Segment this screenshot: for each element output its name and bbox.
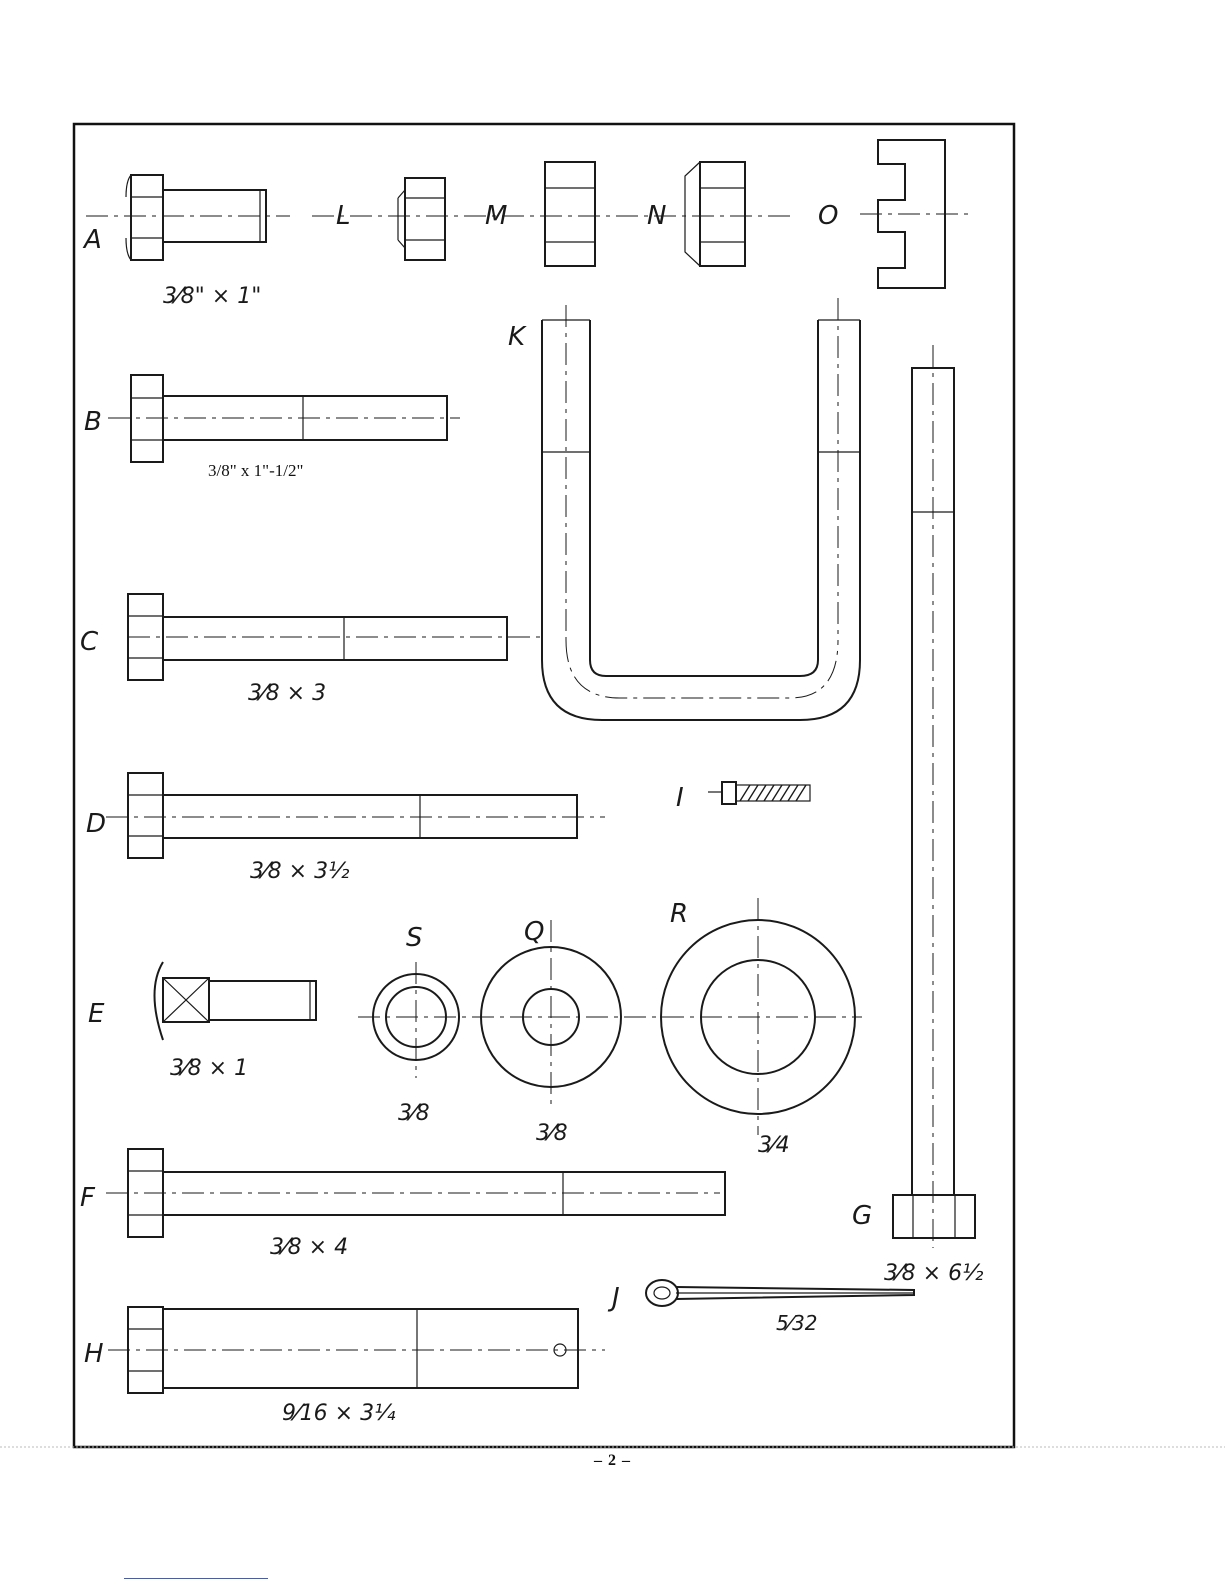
size-s: 3⁄8 xyxy=(398,1101,430,1126)
size-d: 3⁄8 × 3½ xyxy=(250,859,349,884)
size-q: 3⁄8 xyxy=(536,1121,568,1146)
label-s: S xyxy=(406,923,423,953)
label-h: H xyxy=(84,1339,104,1369)
screw-i: I xyxy=(676,782,810,813)
label-k: K xyxy=(508,322,527,352)
label-g: G xyxy=(852,1201,872,1231)
label-n: N xyxy=(647,201,666,231)
cotter-pin-j: J 5⁄32 xyxy=(607,1280,914,1335)
footer-link-underline xyxy=(124,1578,268,1579)
bolt-d: D 3⁄8 × 3½ xyxy=(86,773,605,884)
label-i: I xyxy=(676,783,684,813)
label-f: F xyxy=(80,1183,96,1213)
bolt-b: B 3/8" x 1"-1/2" xyxy=(84,375,460,480)
size-r: 3⁄4 xyxy=(758,1133,790,1158)
label-e: E xyxy=(88,999,105,1029)
bolt-c: C 3⁄8 × 3 xyxy=(80,594,540,706)
size-h: 9⁄16 × 3¼ xyxy=(282,1401,396,1426)
size-j: 5⁄32 xyxy=(776,1311,818,1335)
u-bolt-k: K xyxy=(508,298,860,720)
label-j: J xyxy=(607,1283,620,1313)
bolt-f: F 3⁄8 × 4 xyxy=(80,1149,725,1260)
size-c: 3⁄8 × 3 xyxy=(248,681,326,706)
label-m: M xyxy=(485,201,507,231)
label-a: A xyxy=(82,225,102,255)
label-c: C xyxy=(80,627,99,657)
label-r: R xyxy=(670,899,688,929)
size-f: 3⁄8 × 4 xyxy=(270,1235,348,1260)
label-b: B xyxy=(84,407,102,437)
bolt-a: A 3⁄8" × 1" xyxy=(82,175,290,309)
frame-border xyxy=(74,124,1014,1447)
page-number: – 2 – xyxy=(0,1452,1225,1470)
nuts-row: L M N O xyxy=(312,140,968,288)
size-e: 3⁄8 × 1 xyxy=(170,1056,248,1081)
bolt-e: E 3⁄8 × 1 xyxy=(88,962,316,1081)
label-q: Q xyxy=(524,917,544,947)
size-b: 3/8" x 1"-1/2" xyxy=(208,461,303,480)
washers: S 3⁄8 Q 3⁄8 R 3⁄4 xyxy=(358,898,862,1158)
label-o: O xyxy=(818,201,838,231)
label-d: D xyxy=(86,809,106,839)
size-g: 3⁄8 × 6½ xyxy=(884,1261,983,1286)
size-a: 3⁄8" × 1" xyxy=(163,284,261,309)
label-l: L xyxy=(336,201,351,231)
bolt-h: H 9⁄16 × 3¼ xyxy=(84,1307,605,1426)
bolt-g: G 3⁄8 × 6½ xyxy=(852,345,983,1286)
